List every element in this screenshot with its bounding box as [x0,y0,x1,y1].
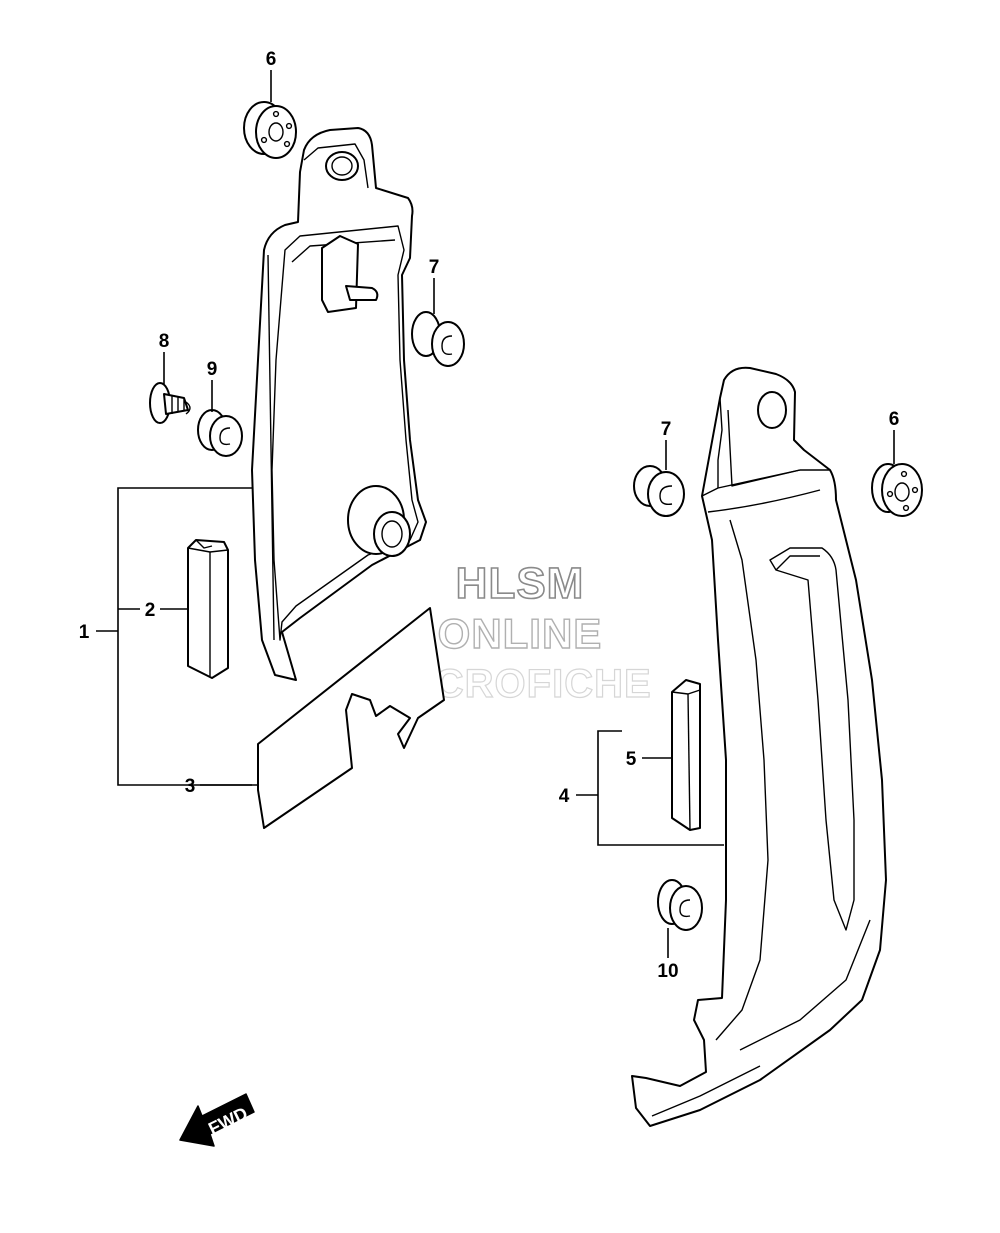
callout-10: 10 [657,961,678,982]
fwd-arrow-icon: FWD [179,1093,255,1147]
grommet-part-6-left [243,101,297,159]
grommet-part-7-left [411,311,465,367]
callout-9: 9 [207,359,218,380]
grommet-part-7-right [633,465,685,517]
callout-1: 1 [79,622,90,643]
callout-3: 3 [185,776,196,797]
callout-6-right: 6 [889,409,900,430]
left-bracket-part-1 [251,127,427,681]
callout-5: 5 [626,749,637,770]
callout-7-right: 7 [661,419,672,440]
bolt-part-8 [149,382,191,424]
watermark-line-1: HLSM [456,559,585,608]
callout-2: 2 [145,600,156,621]
grommet-part-6-right [871,463,923,517]
callout-labels: 6 7 8 9 1 2 3 7 6 5 4 10 [79,49,900,982]
collar-part-9 [197,409,243,457]
callout-4: 4 [559,786,570,807]
collar-part-10 [657,879,703,931]
callout-7-left: 7 [429,257,440,278]
plate-part-3 [257,607,445,829]
leader-lines [96,70,895,958]
callout-8: 8 [159,331,170,352]
strip-part-2 [187,539,229,679]
watermark-line-2: ONLINE [438,610,603,657]
strip-part-5 [671,679,701,831]
callout-6-left: 6 [266,49,277,70]
right-bracket-part-4 [631,366,887,1127]
